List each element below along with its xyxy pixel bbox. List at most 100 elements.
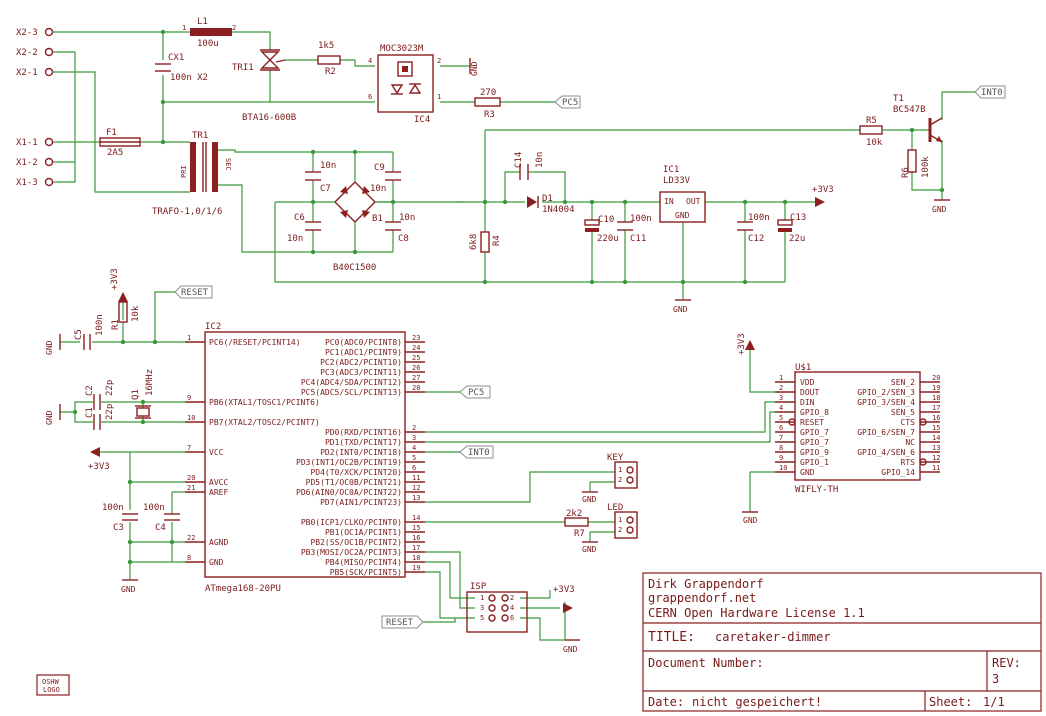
pin-number: 15	[932, 424, 940, 432]
connector-x2: X2-3 X2-2 X2-1	[16, 27, 54, 78]
svg-text:GND: GND	[582, 495, 597, 504]
resistor-r3: 270 R3	[474, 88, 501, 120]
pin-label: PB1(OC1A/PCINT1)	[325, 528, 402, 537]
pin-label: PC5(ADC5/SCL/PCINT13)	[301, 388, 402, 397]
label-x1-3: X1-3	[16, 178, 38, 188]
wifly-name: U$1	[795, 363, 811, 373]
svg-text:2: 2	[232, 24, 236, 32]
net-label-pc5-top: PC5	[554, 95, 581, 109]
svg-text:RESET: RESET	[181, 288, 209, 298]
isp-name: ISP	[470, 582, 487, 592]
pin-number: 5	[412, 454, 416, 462]
d1-name: D1	[542, 194, 553, 204]
capacitor-c3: 100n C3	[102, 503, 138, 533]
transistor-t1: T1 BC547B	[893, 94, 943, 143]
d1-value: 1N4004	[542, 205, 575, 215]
pin-label: PD5(T1/OC0B/PCINT21)	[306, 478, 402, 487]
svg-text:+3V3: +3V3	[88, 462, 110, 472]
pin-number: 3	[412, 434, 416, 442]
pin-label: PC2(ADC2/PCINT10)	[320, 358, 402, 367]
pin-number: 13	[412, 494, 420, 502]
pin-number: 28	[412, 384, 420, 392]
gnd-symbol: GND	[45, 334, 61, 355]
c12-value: 100n	[748, 213, 770, 223]
c1-name: C1	[85, 407, 95, 418]
supply-arrow-3v3-isp: +3V3	[553, 585, 575, 613]
pin-number: 18	[932, 394, 940, 402]
pin-label: PD2(INT0/PCINT18)	[320, 448, 402, 457]
q1-value: 16MHz	[145, 369, 155, 396]
net-label-int0: INT0	[459, 445, 494, 459]
label-x1-1: X1-1	[16, 138, 38, 148]
crystal-q1: Q1 16MHz	[131, 369, 155, 419]
svg-text:GND: GND	[563, 645, 578, 654]
pin-label: GPIO_14	[881, 468, 915, 477]
svg-text:GND: GND	[743, 516, 758, 525]
svg-text:1: 1	[618, 466, 622, 474]
r3-name: R3	[484, 110, 495, 120]
pin-label: PD6(AIN0/OC0A/PCINT22)	[296, 488, 402, 497]
pin-label: PD1(TXD/PCINT17)	[325, 438, 402, 447]
triac-tri1: TRI1 BTA16-600B	[232, 49, 296, 123]
pin-label: RESET	[800, 418, 824, 427]
r4-value: 6k8	[469, 234, 479, 250]
mains-wires	[53, 31, 555, 193]
svg-text:1: 1	[618, 516, 622, 524]
svg-text:GND: GND	[121, 585, 136, 594]
pin-label: PD0(RXD/PCINT16)	[325, 428, 402, 437]
inductor-l1: L1 100u 1 2	[182, 17, 236, 49]
mcu-right-wires	[420, 391, 775, 641]
pin-number: 10	[187, 414, 195, 422]
ic2-value: ATmega168-20PU	[205, 584, 281, 594]
wifly-wires	[749, 350, 775, 512]
key-name: KEY	[607, 453, 624, 463]
capacitor-c14: C14 10n	[514, 152, 545, 180]
r3-value: 270	[480, 88, 496, 98]
svg-text:+3V3: +3V3	[553, 585, 575, 595]
diode-d1: D1 1N4004	[527, 194, 575, 215]
svg-text:GND: GND	[932, 205, 947, 214]
r7-value: 2k2	[566, 509, 582, 519]
tr1-secondary-wires	[218, 149, 393, 253]
pin-number: 16	[412, 534, 420, 542]
pin-number: 9	[187, 394, 191, 402]
pin-number: 22	[187, 534, 195, 542]
c8-name: C8	[398, 234, 409, 244]
svg-text:+3V3: +3V3	[812, 185, 834, 195]
supply-arrow-3v3-wifly: +3V3	[737, 333, 755, 355]
pin-label: PC6(/RESET/PCINT14)	[209, 338, 301, 347]
pin-label: GPIO_7	[800, 428, 829, 437]
t1-wires	[882, 91, 975, 200]
pin-label: AGND	[209, 538, 228, 547]
net-label-pc5: PC5	[459, 385, 491, 399]
pin-label: VCC	[209, 448, 224, 457]
ic1-value: LD33V	[663, 176, 691, 186]
pin-label: PB2(SS/OC1B/PCINT2)	[310, 538, 402, 547]
tri1-value: BTA16-600B	[242, 113, 296, 123]
r2-name: R2	[325, 67, 336, 77]
resistor-r7: 2k2 R7	[564, 509, 589, 539]
transformer-tr1: TR1 PRI SEC TRAFO-1,0/1/6	[152, 131, 232, 217]
pin-label: PD7(AIN1/PCINT23)	[320, 498, 402, 507]
ic2-name: IC2	[205, 322, 221, 332]
svg-text:GND: GND	[45, 410, 54, 425]
svg-text:OSHW: OSHW	[42, 678, 60, 686]
r2-value: 1k5	[318, 41, 334, 51]
pin-number: 20	[932, 374, 940, 382]
pin-number: 27	[412, 374, 420, 382]
svg-text:4: 4	[368, 57, 372, 65]
c2-name: C2	[85, 385, 95, 396]
terminal-x2-1	[44, 67, 54, 77]
svg-text:GND: GND	[470, 61, 479, 76]
date-label: Date:	[648, 695, 684, 709]
svg-text:INT0: INT0	[468, 448, 490, 458]
pin-label: AREF	[209, 488, 228, 497]
pin-number: 9	[779, 454, 783, 462]
bridge-wires	[274, 152, 785, 283]
capacitor-c2: C2 22p	[85, 380, 115, 410]
ic4-value: MOC3023M	[380, 44, 424, 54]
capacitor-c5: C5 100n	[74, 314, 105, 350]
capacitor-c12: 100n C12	[737, 213, 770, 244]
led-name: LED	[607, 503, 623, 513]
